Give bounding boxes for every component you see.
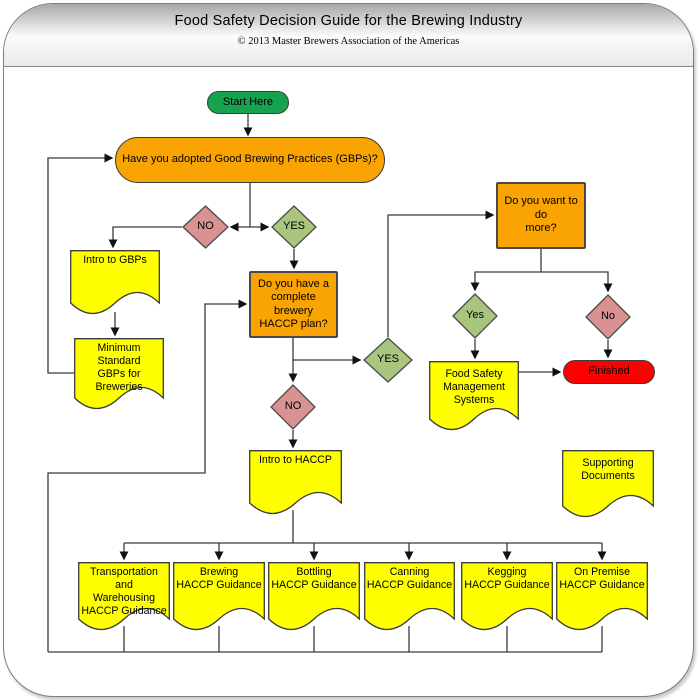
header: Food Safety Decision Guide for the Brewi… <box>4 4 693 67</box>
yes-decision-3-node: Yes <box>452 293 498 339</box>
document-shape <box>78 562 170 631</box>
no-decision-1-node: NO <box>182 205 229 249</box>
diamond-shape <box>452 293 498 339</box>
copyright-text: © 2013 Master Brewers Association of the… <box>237 36 460 47</box>
node-label: Transportation and Warehousing HACCP Gui… <box>81 566 167 617</box>
yes-decision-2-node: YES <box>363 337 413 383</box>
on-premise-guidance-doc-node: On Premise HACCP Guidance <box>556 562 648 632</box>
diamond-shape <box>182 205 229 249</box>
node-label: Do you want to do more? <box>504 195 578 235</box>
document-shape <box>268 562 360 631</box>
supporting-documents-doc-node: Supporting Documents <box>562 450 654 519</box>
min-standard-gbps-doc-node: Minimum Standard GBPs for Breweries <box>74 338 164 411</box>
bottling-guidance-doc-node: Bottling HACCP Guidance <box>268 562 360 632</box>
yes-decision-1-node: YES <box>271 205 317 249</box>
diamond-shape <box>271 205 317 249</box>
kegging-guidance-doc-node: Kegging HACCP Guidance <box>461 562 553 632</box>
node-label: Do you have a complete brewery HACCP pla… <box>258 277 329 330</box>
node-label: Bottling HACCP Guidance <box>271 566 357 591</box>
document-shape <box>461 562 553 631</box>
node-label: NO <box>197 220 214 233</box>
node-label: Supporting Documents <box>581 457 635 482</box>
document-shape <box>364 562 455 631</box>
node-label: Have you adopted Good Brewing Practices … <box>122 153 378 166</box>
node-label: Yes <box>466 309 484 322</box>
node-label: On Premise HACCP Guidance <box>559 566 645 591</box>
food-safety-mgmt-doc-node: Food Safety Management Systems <box>429 361 519 432</box>
diamond-shape <box>585 294 631 340</box>
page-title: Food Safety Decision Guide for the Brewi… <box>174 13 523 29</box>
node-label: YES <box>282 220 305 233</box>
gbp-question-node: Have you adopted Good Brewing Practices … <box>115 137 385 183</box>
node-label: Minimum Standard GBPs for Breweries <box>95 342 143 393</box>
diamond-shape <box>363 337 413 383</box>
intro-gbps-doc-node: Intro to GBPs <box>70 250 160 316</box>
do-more-question-node: Do you want to do more? <box>496 182 586 249</box>
node-label: Intro to HACCP <box>258 454 332 466</box>
node-label: Finished <box>588 365 630 378</box>
node-label: Brewing HACCP Guidance <box>176 566 262 591</box>
start-here-node: Start Here <box>207 91 289 114</box>
node-label: YES <box>376 353 399 366</box>
document-shape <box>173 562 265 631</box>
document-shape <box>74 338 164 410</box>
haccp-plan-question-node: Do you have a complete brewery HACCP pla… <box>249 271 338 338</box>
node-label: Canning HACCP Guidance <box>366 566 453 591</box>
node-label: No <box>600 310 616 323</box>
canning-guidance-doc-node: Canning HACCP Guidance <box>364 562 455 632</box>
node-label: Intro to GBPs <box>83 254 147 266</box>
no-decision-2-node: NO <box>270 384 316 430</box>
finished-terminator-node: Finished <box>563 360 655 384</box>
node-label: Start Here <box>222 95 274 108</box>
document-shape <box>562 450 654 518</box>
diamond-shape <box>270 384 316 430</box>
document-shape <box>429 361 519 431</box>
node-label: Food Safety Management Systems <box>443 368 505 406</box>
transportation-warehousing-doc-node: Transportation and Warehousing HACCP Gui… <box>78 562 170 632</box>
document-shape <box>556 562 648 631</box>
node-label: NO <box>284 400 302 413</box>
document-shape <box>249 450 342 515</box>
brewing-guidance-doc-node: Brewing HACCP Guidance <box>173 562 265 632</box>
intro-haccp-doc-node: Intro to HACCP <box>249 450 342 516</box>
node-label: Kegging HACCP Guidance <box>464 566 550 591</box>
no-decision-3-node: No <box>585 294 631 340</box>
document-shape <box>70 250 160 315</box>
